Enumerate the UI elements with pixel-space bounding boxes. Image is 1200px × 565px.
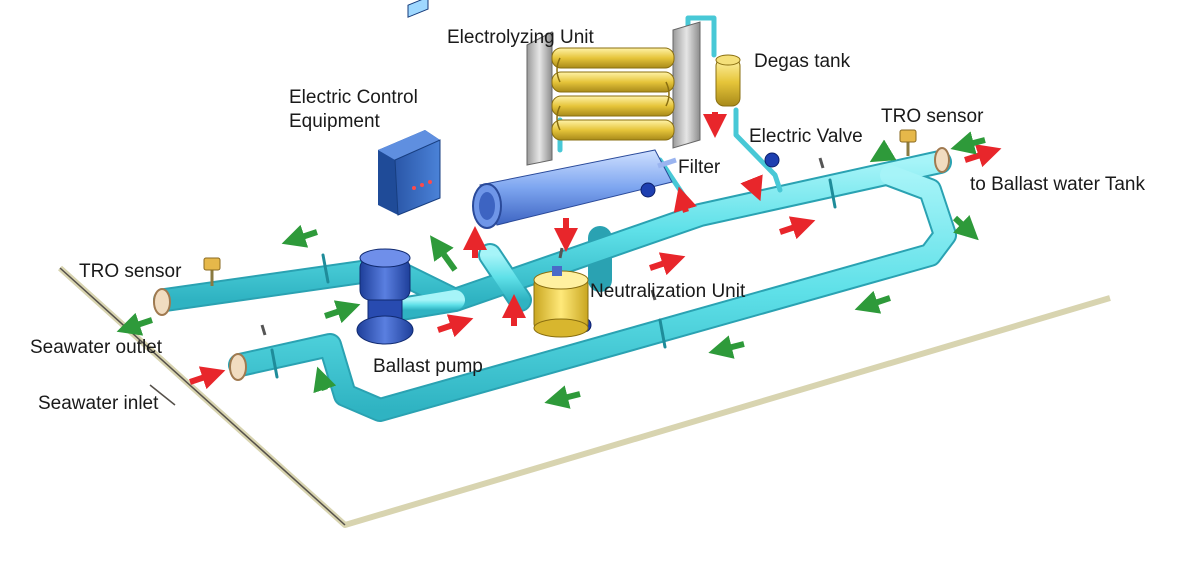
floor-plane (57, 265, 1111, 528)
ballast-tank-nozzle (934, 147, 950, 173)
ballast-pump-device (356, 248, 414, 345)
filter-device (472, 149, 677, 229)
electrolyzing-unit-device (526, 21, 701, 166)
neutralization-unit-device (533, 266, 589, 338)
label-ballast-pump: Ballast pump (373, 356, 483, 377)
tro-sensor-right-device (899, 129, 917, 156)
seawater-outlet-nozzle (153, 288, 171, 316)
label-seawater-outlet: Seawater outlet (30, 337, 163, 358)
label-electric-valve: Electric Valve (749, 126, 863, 147)
deballasting-flow-arrows (116, 131, 986, 409)
label-filter: Filter (678, 157, 721, 178)
pipe-network (153, 15, 957, 422)
ballasting-flow-arrows (189, 112, 1002, 390)
seawater-inlet-nozzle (229, 353, 247, 381)
label-tro-sensor-left: TRO sensor (79, 261, 182, 282)
label-tro-sensor-right: TRO sensor (881, 106, 984, 127)
label-electric-control-equipment: Electric Control Equipment (289, 87, 418, 132)
tro-sensor-left-device (203, 257, 221, 286)
label-degas-tank: Degas tank (754, 51, 851, 72)
label-seawater-inlet: Seawater inlet (38, 393, 159, 414)
degas-tank-device (715, 54, 741, 107)
label-neutralization-unit: Neutralization Unit (590, 281, 746, 302)
label-electrolyzing-unit: Electrolyzing Unit (447, 27, 594, 48)
electric-control-cabinet (378, 0, 441, 216)
label-to-ballast-water-tank: to Ballast water Tank (970, 174, 1145, 195)
